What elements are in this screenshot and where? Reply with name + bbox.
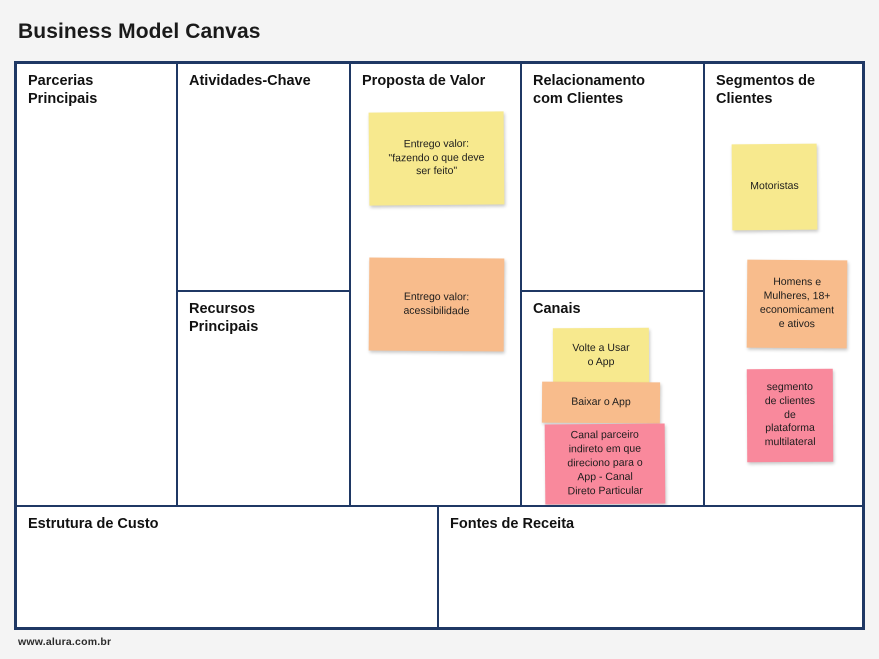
block-title-canais: Canais xyxy=(533,301,581,317)
sticky-note-segmento-plataforma-multilateral[interactable]: segmento de clientes de plataforma multi… xyxy=(746,368,834,463)
block-title-proposta-de-valor: Proposta de Valor xyxy=(362,73,486,89)
block-parcerias-principais[interactable]: Parcerias Principais xyxy=(17,64,176,505)
sticky-note-volte-a-usar-o-app[interactable]: Volte a Usar o App xyxy=(552,327,650,384)
sticky-note-entrego-valor-acessibilidade[interactable]: Entrego valor: acessibilidade xyxy=(368,257,505,352)
sticky-note-baixar-o-app[interactable]: Baixar o App xyxy=(541,381,661,424)
footer-url: www.alura.com.br xyxy=(18,636,112,648)
block-atividades-chave[interactable]: Atividades-Chave xyxy=(178,64,349,290)
divider-bottom-split xyxy=(437,505,439,627)
block-estrutura-de-custo[interactable]: Estrutura de Custo xyxy=(17,507,437,627)
sticky-note-motoristas[interactable]: Motoristas xyxy=(731,143,818,231)
block-fontes-de-receita[interactable]: Fontes de Receita xyxy=(439,507,862,627)
page-title: Business Model Canvas xyxy=(18,20,261,43)
block-title-atividades-chave: Atividades-Chave xyxy=(189,73,311,89)
block-segmentos-de-clientes[interactable]: Segmentos de Clientes Motoristas Homens … xyxy=(705,64,862,505)
block-relacionamento-com-clientes[interactable]: Relacionamento com Clientes xyxy=(522,64,703,290)
block-title-estrutura-de-custo: Estrutura de Custo xyxy=(28,516,159,532)
divider-col-4 xyxy=(703,64,705,505)
block-title-parcerias-principais: Parcerias Principais xyxy=(28,73,98,108)
divider-atividades-recursos xyxy=(176,290,349,292)
block-title-relacionamento-com-clientes: Relacionamento com Clientes xyxy=(533,73,645,108)
sticky-note-entrego-valor-fazendo[interactable]: Entrego valor: "fazendo o que deve ser f… xyxy=(368,111,505,206)
canvas-frame: Parcerias Principais Atividades-Chave Re… xyxy=(14,61,865,630)
block-title-segmentos-de-clientes: Segmentos de Clientes xyxy=(716,73,816,108)
block-title-recursos-principais: Recursos Principais xyxy=(189,301,259,336)
divider-col-2 xyxy=(349,64,351,505)
block-canais[interactable]: Canais Volte a Usar o App Baixar o App C… xyxy=(522,292,703,505)
divider-bottom-row xyxy=(17,505,862,507)
sticky-note-homens-mulheres[interactable]: Homens e Mulheres, 18+ economicament e a… xyxy=(746,259,848,349)
block-recursos-principais[interactable]: Recursos Principais xyxy=(178,292,349,505)
divider-col-1 xyxy=(176,64,178,505)
sticky-note-canal-parceiro-indireto[interactable]: Canal parceiro indireto em que direciono… xyxy=(544,423,666,505)
divider-relacionamento-canais xyxy=(520,290,703,292)
block-proposta-de-valor[interactable]: Proposta de Valor Entrego valor: "fazend… xyxy=(351,64,520,505)
divider-col-3 xyxy=(520,64,522,505)
block-title-fontes-de-receita: Fontes de Receita xyxy=(450,516,575,532)
